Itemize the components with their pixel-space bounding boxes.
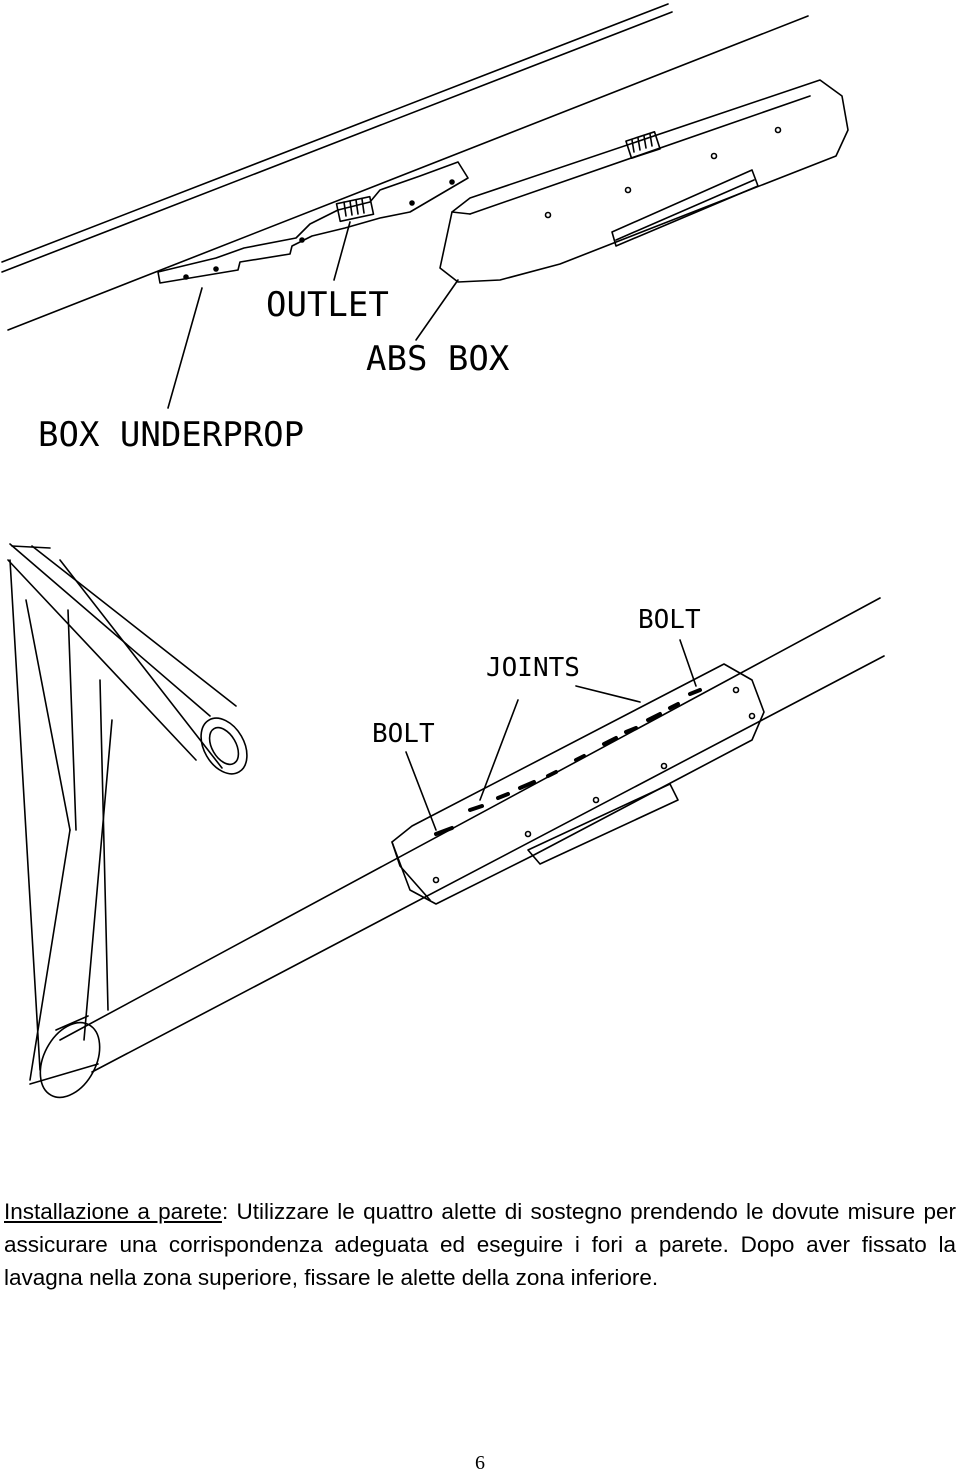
box-underprop-label: BOX UNDERPROP	[38, 415, 304, 455]
abs-box-label: ABS BOX	[366, 339, 510, 379]
abs-box-bottom	[391, 663, 765, 905]
top-leader-lines	[167, 221, 459, 409]
instruction-text: : Utilizzare le quattro alette di sosteg…	[4, 1199, 956, 1290]
top-labels: OUTLET ABS BOX BOX UNDERPROP	[38, 285, 510, 455]
joints-label: JOINTS	[486, 653, 580, 683]
stand-legs	[9, 559, 113, 1081]
box-underprop-bracket	[157, 161, 469, 284]
bolt-left-label: BOLT	[372, 719, 435, 749]
installation-diagram: OUTLET ABS BOX BOX UNDERPROP	[1, 3, 885, 1099]
main-tube	[29, 597, 885, 1099]
board-top-edge	[1, 3, 809, 331]
page-number: 6	[475, 1452, 485, 1474]
upper-leg-tube	[7, 543, 248, 775]
bottom-labels: BOLT JOINTS BOLT	[372, 605, 701, 749]
bottom-leader-lines	[405, 639, 697, 831]
outlet-connector	[335, 195, 375, 223]
bolt-right-label: BOLT	[638, 605, 701, 635]
outlet-label: OUTLET	[266, 285, 389, 325]
section-title: Installazione a parete	[4, 1199, 222, 1224]
installation-paragraph: Installazione a parete: Utilizzare le qu…	[4, 1195, 956, 1294]
abs-box	[439, 79, 849, 283]
